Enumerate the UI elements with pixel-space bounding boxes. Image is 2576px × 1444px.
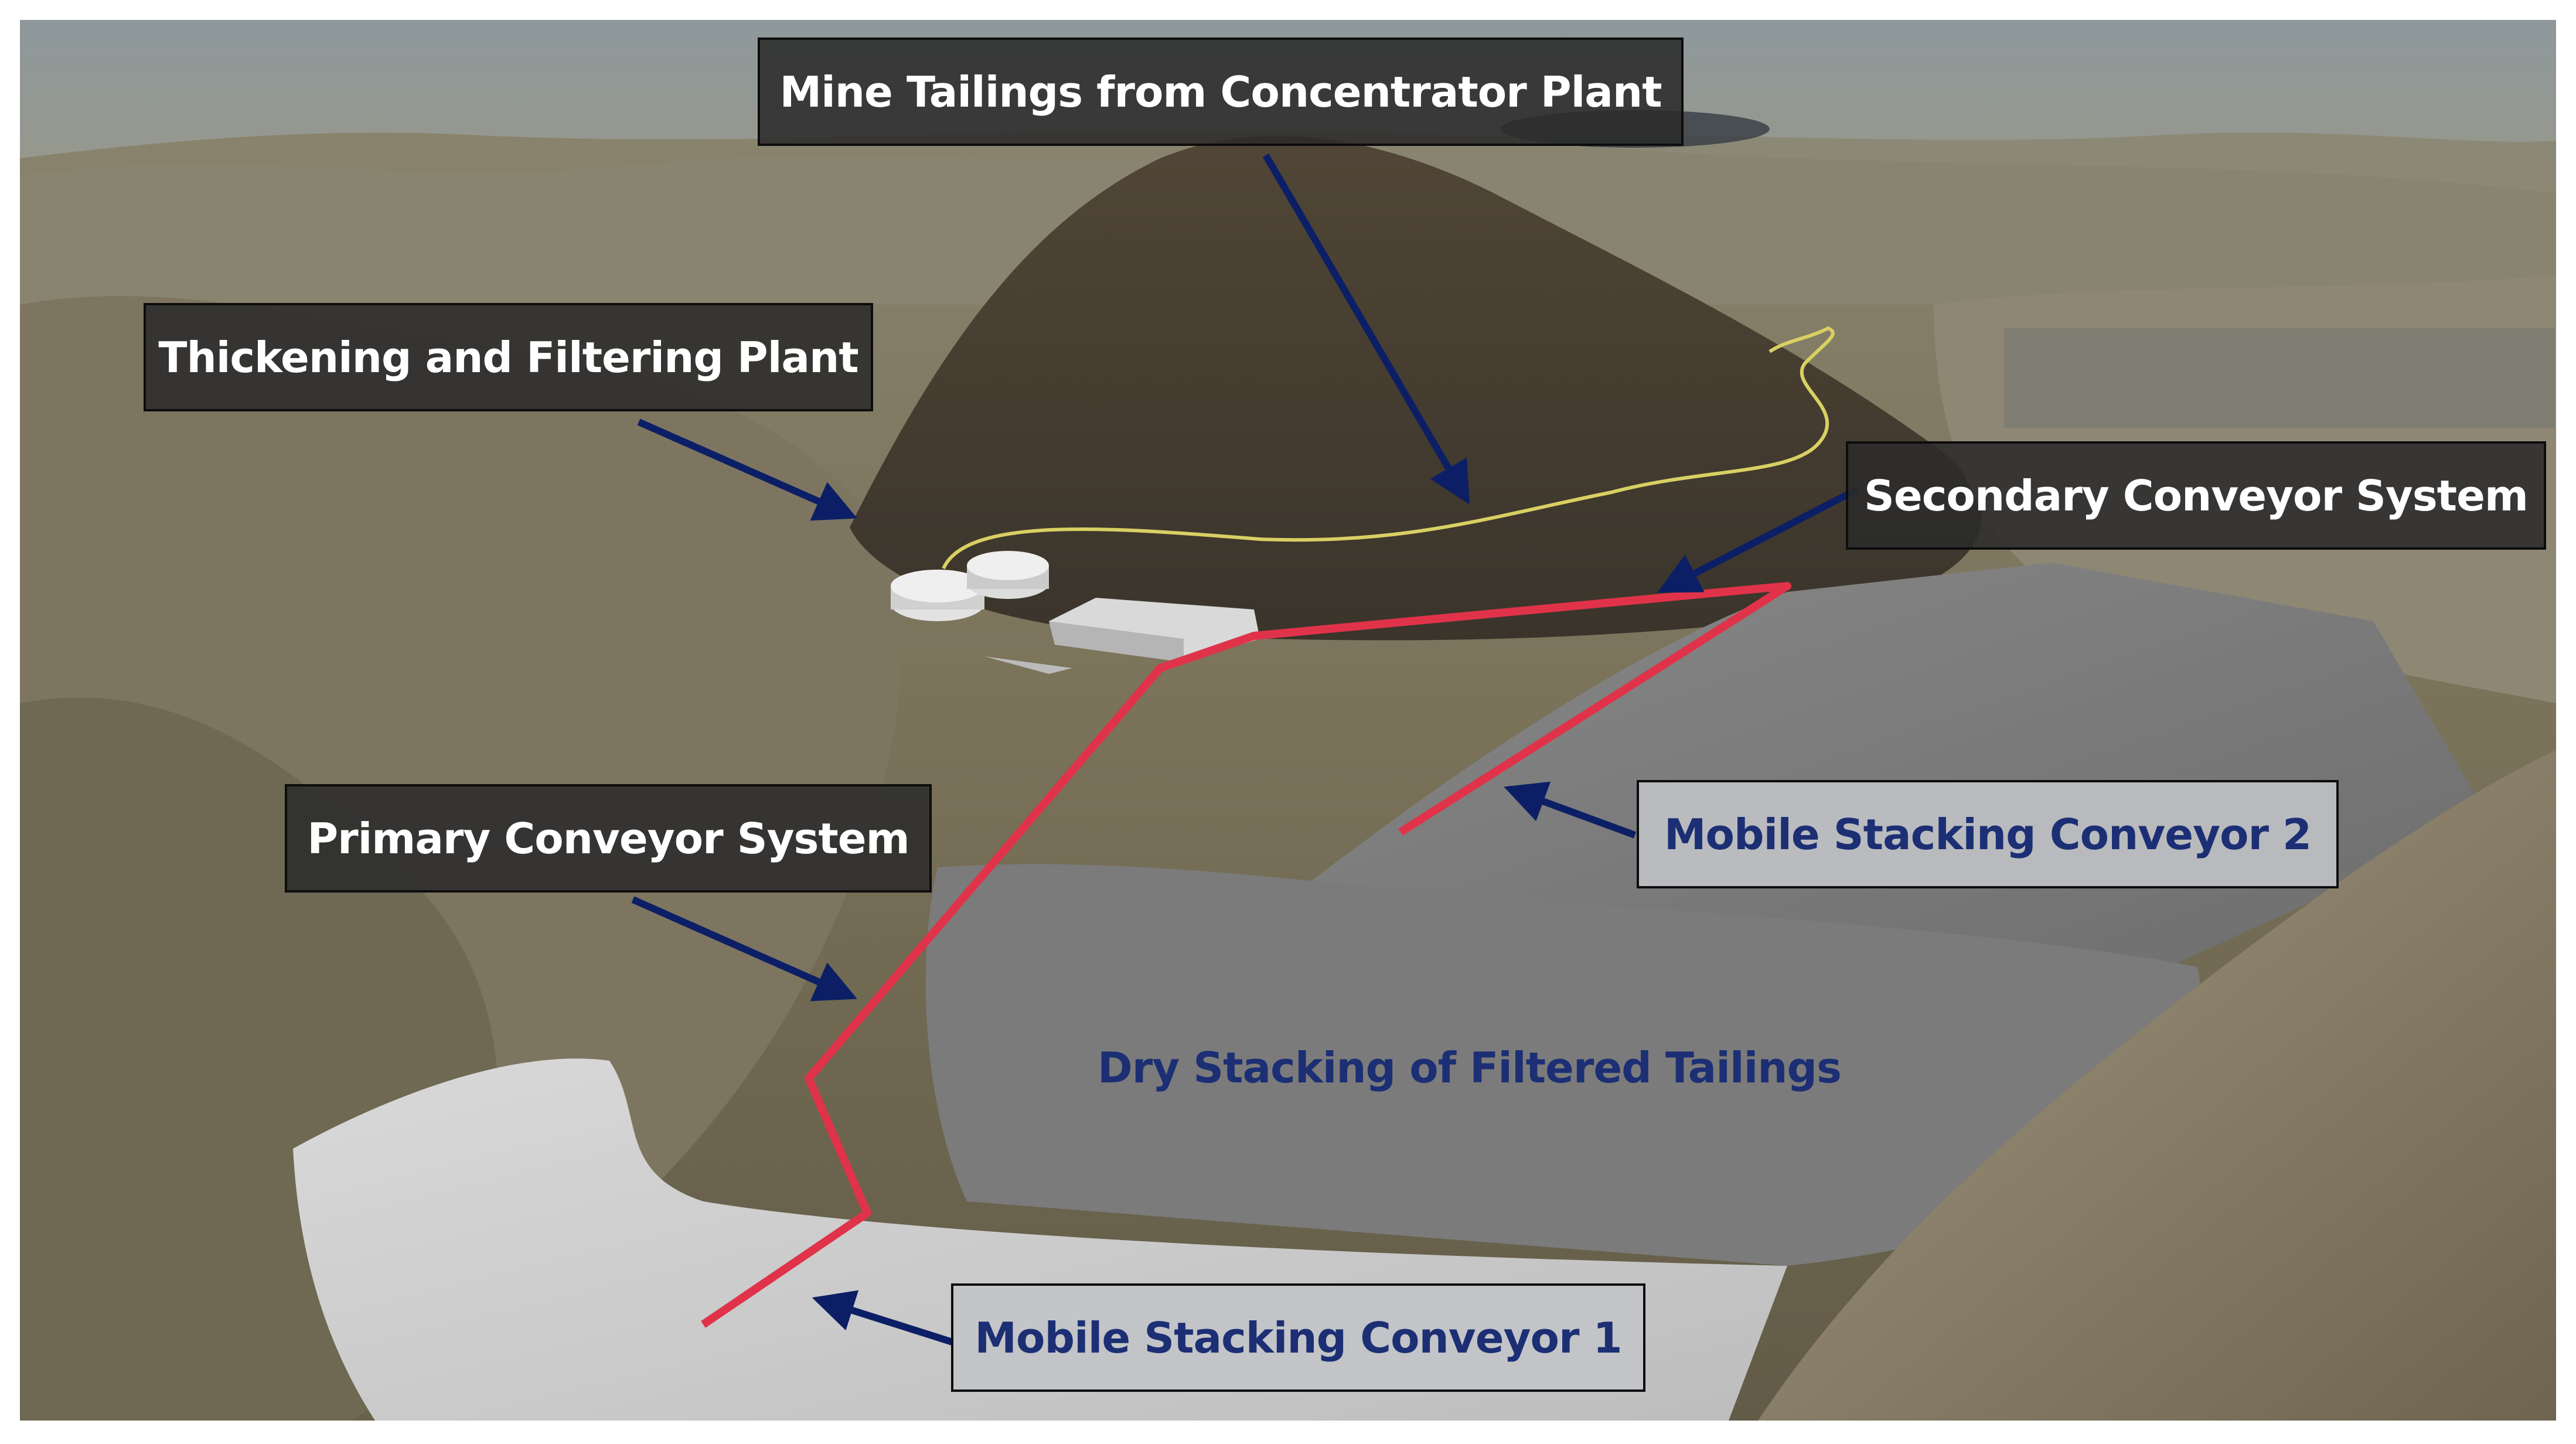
central-hill bbox=[850, 135, 1982, 641]
label-thickening-plant: Thickening and Filtering Plant bbox=[144, 303, 873, 411]
label-secondary-conveyor-text: Secondary Conveyor System bbox=[1864, 471, 2529, 520]
right-terrace bbox=[2004, 328, 2555, 428]
label-primary-conveyor-text: Primary Conveyor System bbox=[307, 813, 909, 863]
label-mobile-stacking-2: Mobile Stacking Conveyor 2 bbox=[1637, 780, 2339, 888]
label-dry-stacking: Dry Stacking of Filtered Tailings bbox=[1098, 1043, 1842, 1092]
label-thickening-plant-text: Thickening and Filtering Plant bbox=[158, 332, 858, 382]
arrow-mobile-stacking-1 bbox=[812, 1290, 953, 1346]
arrow-thickening bbox=[637, 418, 857, 521]
label-dry-stacking-text: Dry Stacking of Filtered Tailings bbox=[1098, 1043, 1842, 1092]
conveyor-system bbox=[701, 582, 1791, 1328]
right-foreground-hill bbox=[1758, 750, 2556, 1421]
label-mine-tailings-text: Mine Tailings from Concentrator Plant bbox=[779, 67, 1662, 117]
label-mobile-stacking-2-text: Mobile Stacking Conveyor 2 bbox=[1664, 809, 2312, 859]
label-mine-tailings: Mine Tailings from Concentrator Plant bbox=[758, 38, 1684, 146]
label-mobile-stacking-1-text: Mobile Stacking Conveyor 1 bbox=[974, 1313, 1622, 1363]
arrow-secondary-conveyor bbox=[1657, 486, 1859, 593]
arrow-primary-conveyor bbox=[631, 896, 857, 1002]
arrow-mine-tailings bbox=[1262, 153, 1470, 505]
label-secondary-conveyor: Secondary Conveyor System bbox=[1846, 441, 2546, 550]
tailings-pipeline bbox=[942, 326, 1835, 570]
stacking-pad-main bbox=[925, 864, 2202, 1266]
arrow-mobile-stacking-2 bbox=[1504, 781, 1637, 839]
label-mobile-stacking-1: Mobile Stacking Conveyor 1 bbox=[951, 1283, 1645, 1392]
label-primary-conveyor: Primary Conveyor System bbox=[285, 784, 932, 893]
